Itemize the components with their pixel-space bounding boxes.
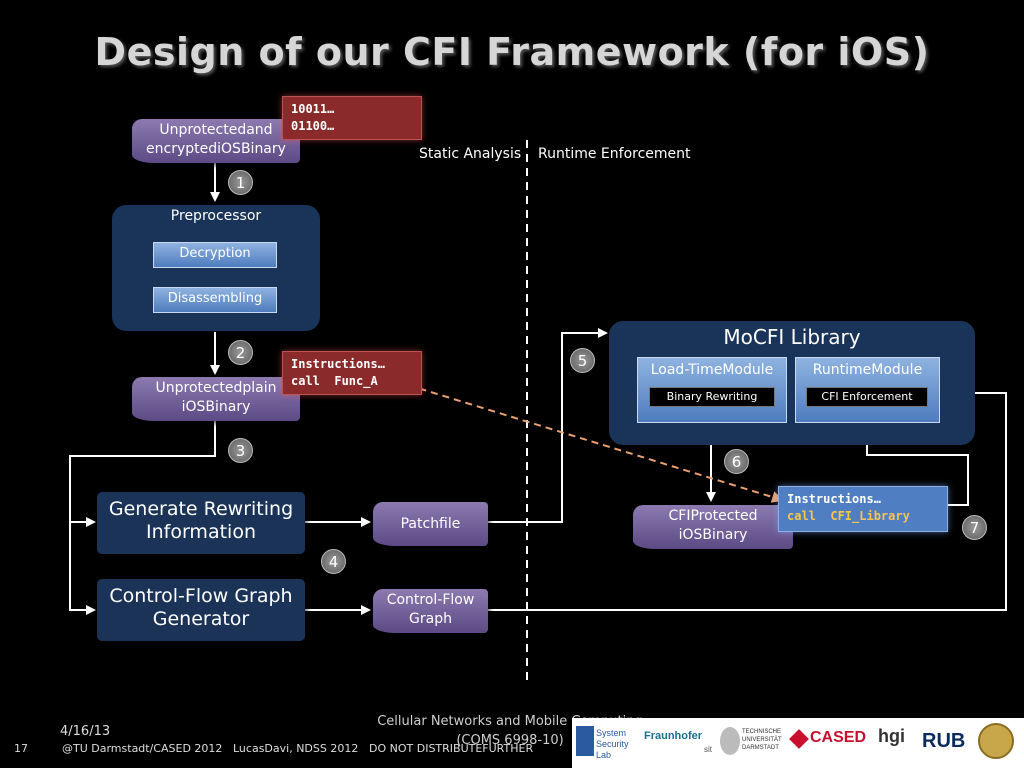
step-badge-3: 3	[228, 438, 253, 463]
encrypted-binary-line1: Unprotectedand	[159, 122, 273, 138]
code-cfi-library-line2: call CFI_Library	[787, 509, 910, 523]
cfg-generator-line2: Generator	[152, 608, 250, 630]
binary-rewriting-box: Binary Rewriting	[649, 387, 775, 407]
arrow-rewrite-dashed	[407, 384, 784, 503]
decryption-box: Decryption	[153, 242, 277, 268]
plain-binary-line1: Unprotectedplain	[155, 380, 277, 396]
step-badge-1: 1	[228, 170, 253, 195]
patchfile-node: Patchfile	[373, 502, 488, 546]
encrypted-binary-node: Unprotectedand encryptediOSBinary	[132, 119, 300, 163]
footer-notice: DO NOT DISTRIBUTEFURTHER	[369, 742, 534, 755]
logo-strip: System Security Lab Fraunhofer sit TECHN…	[572, 718, 1024, 768]
step-badge-2: 2	[228, 340, 253, 365]
footer-slide-number: 17	[14, 742, 28, 755]
footer-course-line2: (COMS 6998-10)	[456, 733, 564, 748]
step-badge-7: 7	[962, 515, 987, 540]
fraunhofer-sub-logo: sit	[704, 745, 712, 754]
arrow-step-7	[862, 424, 969, 506]
cfi-enforcement-box: CFI Enforcement	[806, 387, 928, 407]
code-bits-box: 10011… 01100…	[282, 96, 422, 140]
static-analysis-label: Static Analysis	[419, 146, 522, 162]
cfg-doc-node: Control-Flow Graph	[373, 589, 488, 633]
encrypted-binary-line2: encryptediOSBinary	[146, 141, 286, 157]
footer-date: 4/16/13	[60, 724, 111, 739]
cased-logo: CASED	[810, 729, 867, 746]
fraunhofer-logo: Fraunhofer	[644, 730, 703, 742]
system-security-lab-logo-icon	[576, 726, 594, 756]
tu-darmstadt-logo: TECHNISCHE UNIVERSITÄT DARMSTADT	[742, 729, 782, 751]
step-badge-6: 6	[724, 449, 749, 474]
generate-rewriting-node: Generate Rewriting Information	[97, 492, 305, 554]
runtime-module-label: RuntimeModule	[812, 362, 923, 378]
hgi-logo: hgi	[878, 726, 905, 746]
footer-author: LucasDavi, NDSS 2012	[233, 742, 359, 755]
code-cfi-library-box: Instructions… call CFI_Library	[778, 486, 948, 532]
plain-binary-line2: iOSBinary	[181, 399, 251, 415]
code-cfi-library-line1: Instructions…	[787, 492, 881, 506]
protected-binary-node: CFIProtected iOSBinary	[633, 505, 793, 549]
cfg-generator-line1: Control-Flow Graph	[109, 585, 293, 607]
cfg-generator-node: Control-Flow Graph Generator	[97, 579, 305, 641]
protected-binary-line2: iOSBinary	[678, 527, 748, 543]
generate-rewriting-line2: Information	[146, 521, 256, 543]
plain-binary-node: Unprotectedplain iOSBinary	[132, 377, 300, 421]
cased-logo-icon	[789, 729, 809, 749]
university-seal-icon	[978, 723, 1014, 759]
step-badge-5: 5	[570, 348, 595, 373]
arrow-step-3	[69, 420, 216, 615]
code-bits-line1: 10011…	[291, 102, 335, 116]
load-time-module-label: Load-TimeModule	[650, 362, 774, 378]
rub-logo: RUB	[922, 730, 966, 752]
arrow-step-5	[488, 328, 608, 523]
disassembling-box: Disassembling	[153, 287, 277, 313]
step-badge-4: 4	[321, 549, 346, 574]
protected-binary-line1: CFIProtected	[668, 508, 758, 524]
system-security-lab-logo: System Security Lab	[596, 728, 629, 760]
code-func-a-box: Instructions… call Func_A	[282, 351, 422, 395]
footer-copyright: @TU Darmstadt/CASED 2012	[62, 742, 223, 755]
code-bits-line2: 01100…	[291, 119, 335, 133]
runtime-enforcement-label: Runtime Enforcement	[538, 146, 691, 162]
generate-rewriting-line1: Generate Rewriting	[108, 498, 294, 520]
mocfi-library-title: MoCFI Library	[723, 325, 861, 349]
cfg-doc-line1: Control-Flow	[386, 592, 475, 608]
preprocessor-label: Preprocessor	[170, 208, 262, 224]
code-func-a-line2: call Func_A	[291, 374, 378, 388]
tu-darmstadt-logo-icon	[720, 727, 740, 755]
cfg-doc-line2: Graph	[409, 611, 452, 627]
slide-title: Design of our CFI Framework (for iOS)	[94, 30, 930, 74]
code-func-a-line1: Instructions…	[291, 357, 385, 371]
